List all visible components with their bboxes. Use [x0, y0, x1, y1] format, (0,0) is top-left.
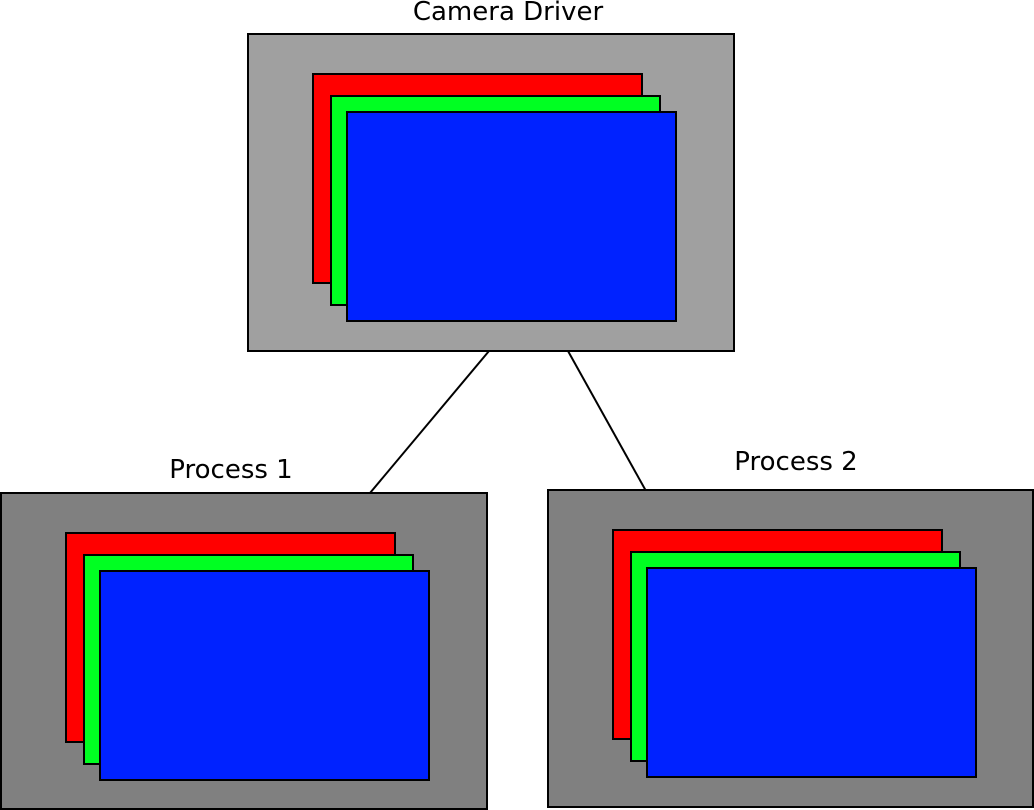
camera-driver-node: Camera Driver [247, 0, 735, 352]
process-1-buffer-blue [99, 570, 430, 781]
edge-camera-driver-to-process-1 [369, 350, 490, 494]
process-2-label: Process 2 [734, 447, 857, 477]
process-1-label: Process 1 [169, 455, 292, 485]
process-2-buffer-blue [646, 567, 977, 778]
camera-driver-label: Camera Driver [413, 0, 604, 27]
camera-driver-buffer-blue [346, 111, 677, 322]
process-2-node: Process 2 [547, 447, 1034, 808]
process-1-node: Process 1 [0, 455, 488, 810]
edge-camera-driver-to-process-2 [567, 350, 647, 492]
